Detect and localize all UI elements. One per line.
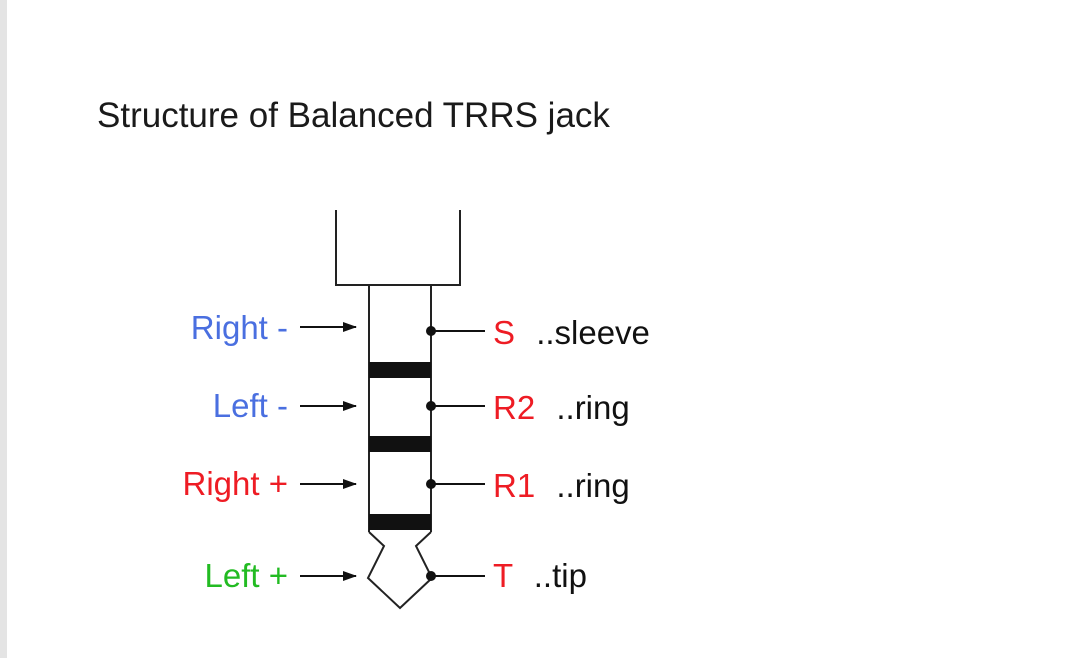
insulator-band-1 — [369, 362, 431, 378]
label-left-minus: Left - — [213, 387, 288, 424]
label-right-plus: Right + — [183, 465, 288, 502]
contact-desc-sleeve: ..sleeve — [536, 314, 650, 351]
plug-housing — [335, 210, 461, 286]
label-left-plus: Left + — [205, 557, 288, 594]
plug-tip — [366, 531, 434, 610]
label-right-minus: Right - — [191, 309, 288, 346]
contact-desc-ring1: ..ring — [556, 467, 629, 504]
insulator-band-2 — [369, 436, 431, 452]
contact-label-sleeve: S ..sleeve — [493, 314, 650, 351]
contact-desc-tip: ..tip — [534, 557, 587, 594]
contact-label-ring2: R2 ..ring — [493, 389, 630, 426]
contact-code-ring1: R1 — [493, 467, 535, 504]
contact-desc-ring2: ..ring — [556, 389, 629, 426]
contact-label-ring1: R1 ..ring — [493, 467, 630, 504]
contact-code-sleeve: S — [493, 314, 515, 351]
insulator-band-3 — [369, 514, 431, 530]
diagram-frame — [7, 0, 1075, 658]
diagram-title: Structure of Balanced TRRS jack — [97, 96, 610, 135]
contact-code-ring2: R2 — [493, 389, 535, 426]
contact-code-tip: T — [493, 557, 513, 594]
contact-label-tip: T ..tip — [493, 557, 587, 594]
